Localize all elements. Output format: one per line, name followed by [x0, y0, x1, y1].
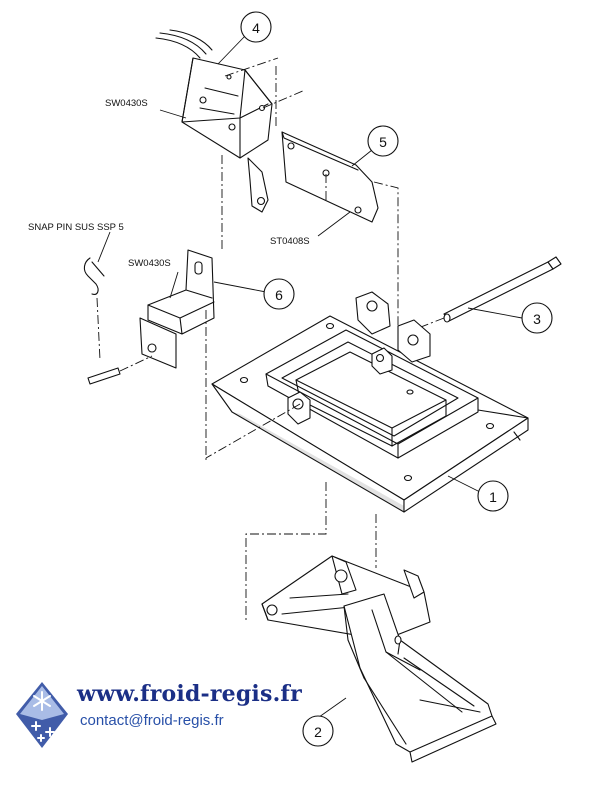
label-sw0430s-top: SW0430S	[105, 98, 148, 109]
label-snap-pin: SNAP PIN SUS SSP 5	[28, 222, 124, 233]
snap-pin	[83, 257, 153, 385]
callout-5-number: 5	[379, 134, 387, 150]
callout-6: 6	[263, 278, 295, 310]
part-2-pedal	[261, 555, 497, 763]
callout-5: 5	[367, 125, 399, 157]
part-4-switch	[155, 29, 306, 213]
callout-4-number: 4	[252, 20, 260, 36]
label-st0408s: ST0408S	[270, 236, 310, 247]
brand-email-link[interactable]: contact@froid-regis.fr	[80, 712, 224, 729]
part-3-shaft	[407, 256, 562, 333]
label-sw0430s-mid: SW0430S	[128, 258, 171, 269]
callout-4: 4	[240, 11, 272, 43]
callout-1: 1	[477, 480, 509, 512]
callout-6-number: 6	[275, 287, 283, 303]
part-6-angle-bracket	[139, 155, 223, 369]
callout-2-number: 2	[314, 724, 322, 740]
callout-2: 2	[302, 715, 334, 747]
part-1-base	[205, 291, 529, 622]
callout-3: 3	[521, 302, 553, 334]
part-5-bracket	[275, 66, 399, 330]
snowflake-diamond-icon	[12, 680, 72, 750]
callout-3-number: 3	[533, 311, 541, 327]
callout-1-number: 1	[489, 489, 497, 505]
brand-url-link[interactable]: www.froid-regis.fr	[77, 681, 302, 707]
